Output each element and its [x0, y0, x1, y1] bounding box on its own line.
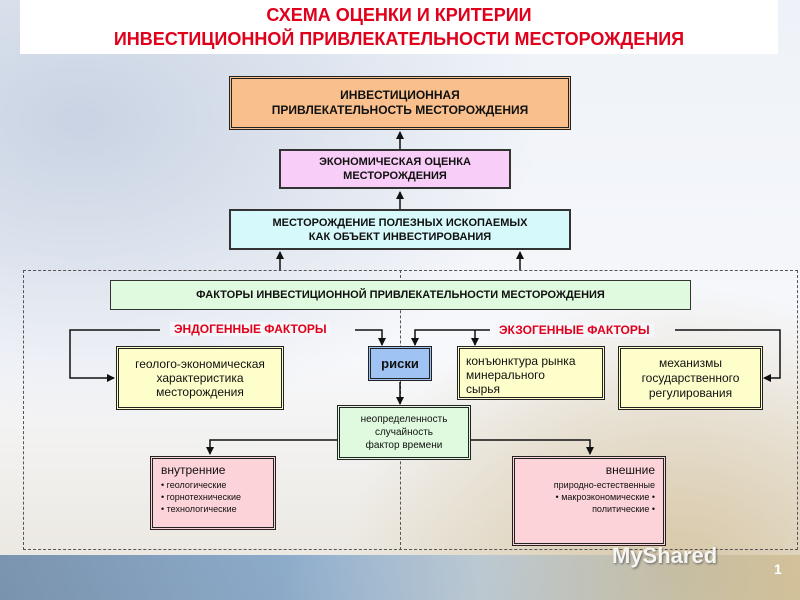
uncert-line-3: фактор времени	[365, 440, 443, 451]
page-number: 1	[774, 561, 782, 577]
risks-label: риски	[381, 356, 419, 371]
myshared-logo: MyShared	[612, 543, 718, 568]
market-line-3: сырья	[466, 382, 501, 396]
factors-box: ФАКТОРЫ ИНВЕСТИЦИОННОЙ ПРИВЛЕКАТЕЛЬНОСТИ…	[110, 280, 691, 310]
title-panel	[20, 0, 778, 54]
invest-line-1: ИНВЕСТИЦИОННАЯ	[340, 88, 460, 102]
internal-item: • геологические	[161, 480, 227, 490]
geo-economic-box: геолого-экономическая характеристика мес…	[116, 346, 284, 410]
internal-title: внутренние	[161, 463, 226, 477]
internal-item: • технологические	[161, 504, 237, 514]
geo-line-1: геолого-экономическая	[135, 357, 265, 371]
state-line-2: государственного	[641, 370, 740, 385]
geo-line-2: характеристика	[156, 371, 244, 385]
internal-item: • горнотехнические	[161, 492, 242, 502]
invest-line-2: ПРИВЛЕКАТЕЛЬНОСТЬ МЕСТОРОЖДЕНИЯ	[271, 103, 529, 117]
arrow-endo-to-geo	[69, 329, 160, 382]
external-item: • макроэкономические •	[555, 492, 655, 502]
internal-box: внутренние • геологические • горнотехнич…	[150, 456, 276, 530]
investment-attractiveness-box: ИНВЕСТИЦИОННАЯ ПРИВЛЕКАТЕЛЬНОСТЬ МЕСТОРО…	[229, 76, 571, 130]
risks-box: риски	[368, 346, 432, 381]
market-line-1: конъюнктура рынка	[466, 354, 576, 368]
arrow-exo-to-risks	[411, 329, 490, 346]
uncertainty-box: неопределенность случайность фактор врем…	[337, 405, 471, 460]
external-box: внешние природно-естественные • макроэко…	[512, 456, 666, 546]
arrow-to-internal	[206, 439, 338, 455]
factors-label: ФАКТОРЫ ИНВЕСТИЦИОННОЙ ПРИВЛЕКАТЕЛЬНОСТИ…	[196, 289, 605, 301]
econ-line-1: ЭКОНОМИЧЕСКАЯ ОЦЕНКА	[319, 156, 471, 168]
deposit-line-1: МЕСТОРОЖДЕНИЕ ПОЛЕЗНЫХ ИСКОПАЕМЫХ	[272, 216, 528, 229]
external-list: природно-естественные • макроэкономическ…	[554, 479, 655, 515]
endogenous-label: ЭНДОГЕННЫЕ ФАКТОРЫ	[170, 322, 331, 336]
deposit-line-2: КАК ОБЪЕКТ ИНВЕСТИРОВАНИЯ	[308, 230, 492, 243]
title-line-2: ИНВЕСТИЦИОННОЙ ПРИВЛЕКАТЕЛЬНОСТИ МЕСТОРО…	[113, 29, 685, 49]
page-title: СХЕМА ОЦЕНКИ И КРИТЕРИИ ИНВЕСТИЦИОННОЙ П…	[20, 3, 778, 51]
factors-frame	[23, 270, 798, 550]
external-item: политические •	[592, 504, 655, 514]
deposit-object-box: МЕСТОРОЖДЕНИЕ ПОЛЕЗНЫХ ИСКОПАЕМЫХ КАК ОБ…	[229, 209, 571, 250]
external-item: природно-естественные	[553, 480, 655, 490]
arrow-exo-to-state	[675, 329, 781, 382]
geo-line-3: месторождения	[156, 385, 244, 399]
exogenous-label: ЭКЗОГЕННЫЕ ФАКТОРЫ	[495, 323, 654, 337]
uncert-line-1: неопределенность	[360, 414, 448, 425]
state-line-1: механизмы	[659, 355, 722, 370]
market-box: конъюнктура рынка минерального сырья	[457, 346, 605, 400]
external-title: внешние	[605, 463, 655, 477]
arrow-endo-to-risks	[355, 329, 386, 346]
internal-list: • геологические • горнотехнические • тех…	[161, 479, 241, 515]
arrow-to-external	[470, 439, 594, 455]
uncert-line-2: случайность	[374, 427, 434, 438]
market-line-2: минерального	[466, 368, 545, 382]
economic-evaluation-box: ЭКОНОМИЧЕСКАЯ ОЦЕНКА МЕСТОРОЖДЕНИЯ	[279, 149, 511, 189]
state-line-3: регулирования	[648, 385, 733, 400]
background-band	[0, 555, 800, 600]
econ-line-2: МЕСТОРОЖДЕНИЯ	[343, 170, 447, 182]
state-regulation-box: механизмы государственного регулирования	[618, 346, 763, 410]
title-line-1: СХЕМА ОЦЕНКИ И КРИТЕРИИ	[266, 5, 532, 25]
